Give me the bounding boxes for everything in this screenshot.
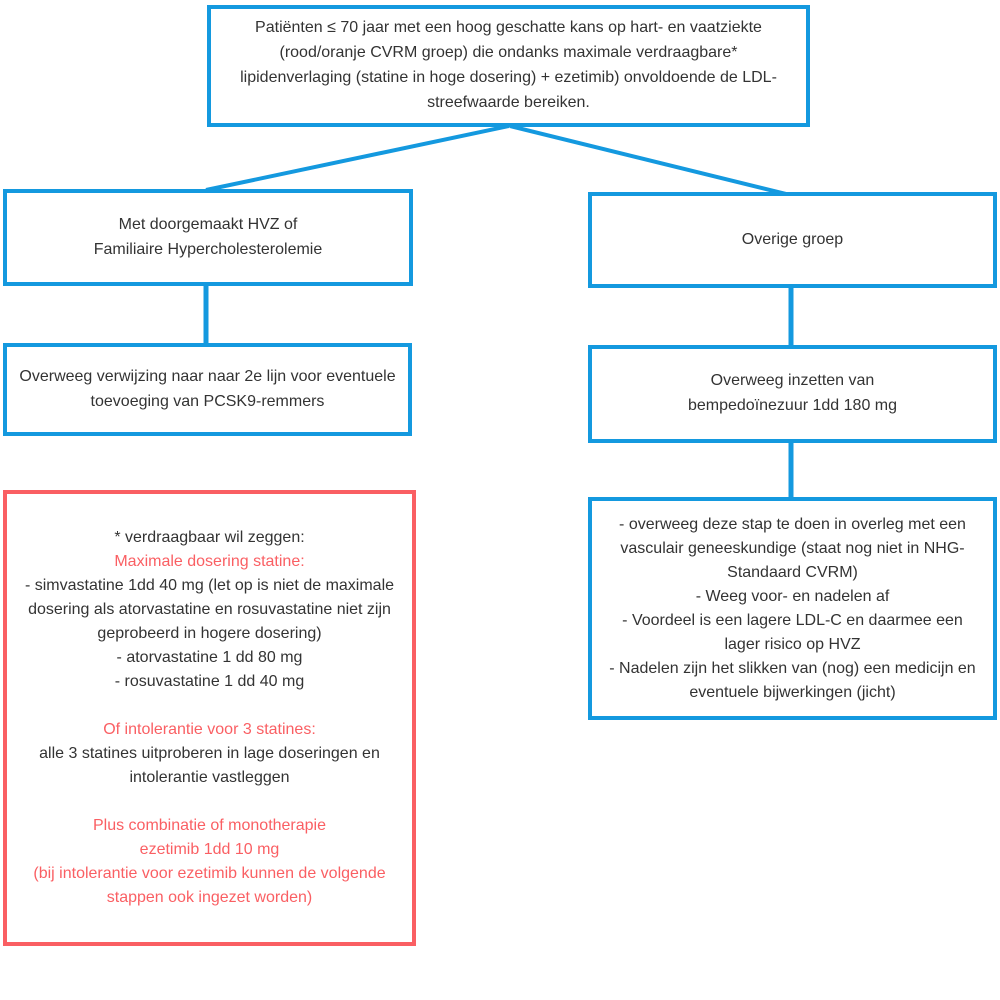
connector-root-to-left bbox=[205, 124, 510, 192]
footnote-section1-heading: Maximale dosering statine: bbox=[114, 553, 305, 570]
footnote-section1-line: - rosuvastatine 1 dd 40 mg bbox=[114, 673, 305, 690]
detail-item: - Weeg voor- en nadelen af bbox=[695, 587, 890, 605]
right-action-text: Overweeg inzetten van bempedoïnezuur 1dd… bbox=[687, 372, 898, 414]
footnote-section1-line: - atorvastatine 1 dd 80 mg bbox=[116, 649, 303, 666]
right-action-box: Overweeg inzetten van bempedoïnezuur 1dd… bbox=[588, 345, 997, 443]
right-group-text: Overige groep bbox=[741, 230, 844, 248]
left-action-box: Overweeg verwijzing naar naar 2e lijn vo… bbox=[3, 343, 412, 436]
left-group-box: Met doorgemaakt HVZ of Familiaire Hyperc… bbox=[3, 189, 413, 286]
left-group-text: Met doorgemaakt HVZ of Familiaire Hyperc… bbox=[93, 215, 323, 258]
root-condition-text: Patiënten ≤ 70 jaar met een hoog geschat… bbox=[240, 19, 777, 111]
left-action-text: Overweeg verwijzing naar naar 2e lijn vo… bbox=[19, 367, 396, 410]
detail-item: - Nadelen zijn het slikken van (nog) een… bbox=[609, 659, 976, 701]
detail-item: - overweeg deze stap te doen in overleg … bbox=[619, 515, 966, 581]
footnote-section2-heading: Of intolerantie voor 3 statines: bbox=[103, 721, 316, 738]
footnote-section3-line: ezetimib 1dd 10 mg bbox=[139, 841, 280, 858]
footnote-section2-body: alle 3 statines uitproberen in lage dose… bbox=[39, 745, 380, 786]
root-condition-box: Patiënten ≤ 70 jaar met een hoog geschat… bbox=[207, 5, 810, 127]
footnote-intro: * verdraagbaar wil zeggen: bbox=[114, 529, 305, 546]
footnote-section1-line: - simvastatine 1dd 40 mg (let op is niet… bbox=[24, 577, 395, 642]
connector-root-to-right bbox=[509, 124, 791, 197]
detail-item: - Voordeel is een lagere LDL-C en daarme… bbox=[622, 611, 963, 653]
right-group-box: Overige groep bbox=[588, 192, 997, 288]
right-detail-box: - overweeg deze stap te doen in overleg … bbox=[588, 497, 997, 720]
footnote-section3-line: Plus combinatie of monotherapie bbox=[92, 817, 327, 834]
footnote-section3-line: (bij intolerantie voor ezetimib kunnen d… bbox=[33, 865, 386, 906]
footnote-box: * verdraagbaar wil zeggen: Maximale dose… bbox=[3, 490, 416, 946]
